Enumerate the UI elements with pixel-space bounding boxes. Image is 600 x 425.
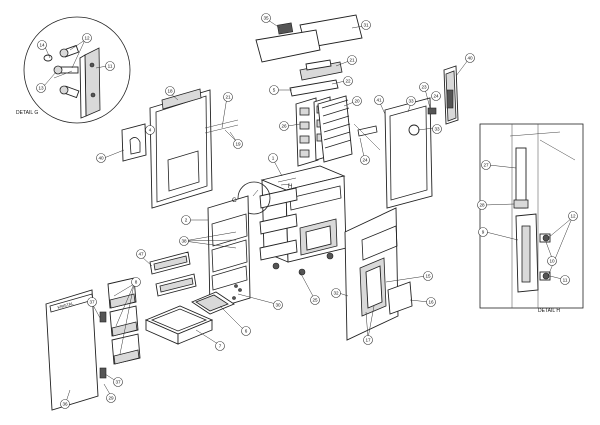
callout-21-top: 21 (349, 58, 355, 63)
leader-lines (43, 19, 573, 403)
callout-33-a: 33 (408, 99, 414, 104)
callout-14: 14 (39, 43, 45, 48)
detail-g-pins (43, 44, 80, 99)
detail-g: DETAIL G (16, 16, 131, 124)
callout-28: 28 (479, 203, 485, 208)
detail-h-label: DETAIL H (538, 308, 560, 314)
side-panel-33 (384, 97, 433, 209)
loose-panel-3 (121, 123, 147, 162)
callout-11-h: 11 (563, 278, 568, 283)
door-34 (45, 289, 99, 411)
strip-22 (289, 79, 339, 97)
callout-5: 5 (273, 88, 276, 93)
callout-33-b: 33 (434, 127, 440, 132)
callout-35: 35 (263, 16, 269, 21)
callout-24: 24 (362, 158, 368, 163)
detail-g-bracket (84, 47, 101, 117)
callout-g: G (232, 198, 237, 204)
left-side-panel (121, 88, 239, 209)
callout-12-h: 12 (570, 214, 576, 219)
callout-11-g: 11 (108, 64, 113, 69)
detail-g-marker (237, 181, 271, 215)
hinge-rod-27 (515, 147, 527, 209)
callout-h: H (288, 184, 292, 190)
callout-36: 36 (62, 402, 68, 407)
callout-37-a: 37 (89, 300, 95, 305)
callout-22: 22 (345, 79, 351, 84)
callout-16: 16 (428, 300, 434, 305)
callout-20: 20 (354, 99, 360, 104)
callout-40-right: 40 (467, 56, 473, 61)
detail-h: DETAIL H (479, 123, 584, 314)
callout-8: 8 (135, 280, 138, 285)
right-side-panel (353, 97, 433, 209)
callout-10: 10 (549, 259, 555, 264)
callout-30: 30 (275, 303, 281, 308)
callout-32: 32 (333, 291, 339, 296)
callout-25: 25 (312, 298, 318, 303)
shelves-8 (107, 277, 141, 365)
callout-21-left: 21 (225, 95, 231, 100)
callout-38: 38 (181, 239, 187, 244)
callout-17: 17 (365, 338, 371, 343)
side-panel-4 (149, 89, 213, 209)
callout-29: 29 (108, 396, 114, 401)
callout-2: 2 (185, 218, 188, 223)
callout-19-a: 19 (235, 142, 241, 147)
callout-41: 41 (376, 98, 382, 103)
front-panel-2 (207, 195, 251, 311)
rack-20 (317, 95, 353, 163)
callout-23: 23 (421, 85, 427, 90)
top-panels (255, 14, 363, 97)
callout-27: 27 (483, 163, 489, 168)
callout-7: 7 (219, 344, 222, 349)
callout-15: 15 (425, 274, 431, 279)
callout-40-left: 40 (98, 156, 104, 161)
rail-40 (427, 65, 459, 125)
detail-g-circle (23, 16, 131, 124)
callout-13: 13 (38, 86, 44, 91)
shelf-racks (295, 95, 353, 167)
drawers (144, 251, 235, 345)
callout-18: 18 (167, 89, 173, 94)
callout-6: 6 (245, 329, 248, 334)
right-door-assembly (344, 207, 413, 341)
callout-12-g: 12 (84, 36, 90, 41)
callout-47: 47 (138, 252, 144, 257)
callout-9: 9 (482, 230, 485, 235)
callouts: 14 12 11 13 35 31 21 22 5 18 21 4 19 40 … (36, 13, 578, 409)
callout-31: 31 (363, 23, 369, 28)
callout-1: 1 (272, 156, 275, 161)
main-cabinet (237, 165, 347, 276)
detail-h-frame (479, 123, 584, 309)
callout-26: 26 (281, 124, 287, 129)
plate-35 (255, 29, 321, 63)
door-logo: KRISTAL (57, 300, 75, 310)
cover-16 (387, 281, 413, 315)
left-door: KRISTAL (45, 289, 107, 411)
detail-g-label: DETAIL G (16, 110, 38, 116)
callout-24-b: 24 (433, 94, 439, 99)
callout-37-b: 37 (115, 380, 121, 385)
callout-4: 4 (149, 128, 152, 133)
